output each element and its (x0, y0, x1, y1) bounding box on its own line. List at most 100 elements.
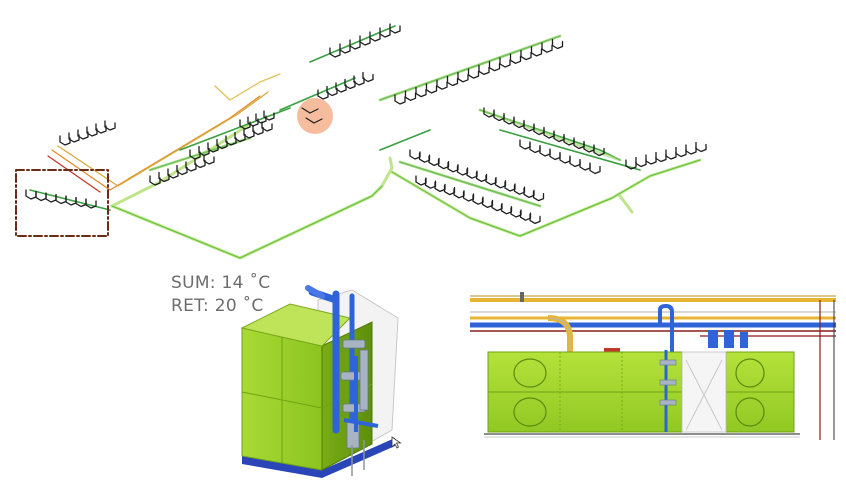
terminal-unit (509, 53, 522, 64)
terminal-unit (252, 124, 264, 136)
terminal-unit (353, 75, 365, 86)
terminal-unit (695, 141, 707, 153)
terminal-unit (339, 43, 351, 54)
terminal-unit (510, 207, 522, 218)
terminal-unit (467, 68, 480, 79)
terminal-unit (481, 197, 494, 209)
terminal-unit (263, 110, 275, 121)
terminal-unit (409, 149, 421, 160)
terminal-unit (519, 210, 532, 221)
terminal-unit (425, 83, 438, 94)
terminal-unit (167, 168, 179, 179)
terminal-unit (158, 171, 170, 183)
terminal-unit (243, 128, 255, 139)
highlight-marker (297, 98, 333, 134)
terminal-unit (95, 123, 107, 134)
terminal-unit (389, 23, 401, 34)
terminal-unit (415, 86, 427, 98)
selection-frame (15, 169, 109, 237)
terminal-unit (447, 162, 459, 173)
terminal-unit (239, 119, 251, 130)
terminal-unit (234, 131, 246, 143)
tank-section-view (470, 292, 836, 440)
terminal-unit (344, 78, 356, 90)
terminal-unit (532, 190, 545, 202)
terminal-unit (625, 159, 637, 170)
terminal-unit (424, 178, 437, 189)
terminal-unit (329, 47, 341, 58)
terminal-unit (418, 152, 431, 163)
terminal-unit (207, 142, 219, 153)
terminal-unit (176, 164, 188, 176)
pipe-network-view (15, 23, 707, 260)
terminal-unit (475, 171, 488, 183)
terminal-unit (569, 156, 581, 168)
terminal-unit (194, 157, 206, 169)
terminal-unit (434, 181, 446, 193)
main-trunk (110, 122, 702, 260)
terminal-unit (349, 39, 361, 50)
terminal-unit (529, 213, 541, 225)
supply-temperature-label: SUM: 14 ˚C (171, 273, 271, 293)
terminal-unit (225, 135, 237, 146)
terminal-unit (326, 85, 338, 97)
terminal-unit (446, 75, 459, 87)
terminal-unit (362, 71, 374, 83)
terminal-unit (335, 82, 347, 93)
terminal-unit (589, 163, 601, 175)
terminal-unit (359, 35, 371, 46)
terminal-unit (216, 138, 228, 150)
terminal-unit (499, 57, 511, 68)
terminal-unit (519, 139, 531, 150)
terminal-unit (428, 155, 440, 167)
tank-3d-view (240, 285, 402, 478)
terminal-unit (685, 144, 697, 155)
return-temperature-label: RET: 20 ˚C (171, 296, 264, 316)
terminal-unit (415, 175, 427, 186)
terminal-unit (59, 135, 71, 146)
terminal-unit (472, 194, 484, 205)
terminal-unit (394, 94, 406, 105)
terminal-unit (443, 184, 456, 196)
terminal-unit (261, 121, 273, 132)
terminal-unit (379, 27, 391, 38)
terminal-unit (466, 168, 478, 179)
return-lines (47, 73, 281, 193)
terminal-unit (457, 72, 469, 83)
terminal-unit (485, 174, 497, 186)
terminal-unit (494, 178, 507, 189)
terminal-unit (462, 191, 475, 202)
terminal-unit (247, 116, 259, 127)
terminal-unit (541, 42, 553, 53)
mouse-cursor-icon (391, 436, 402, 449)
terminal-unit (655, 151, 667, 163)
terminal-unit (504, 181, 516, 192)
terminal-unit (530, 46, 543, 57)
terminal-unit (436, 79, 448, 90)
terminal-unit (185, 161, 197, 172)
terminal-unit (559, 153, 571, 164)
terminal-unit (478, 64, 490, 76)
terminal-unit (491, 200, 503, 212)
terminal-unit (203, 154, 215, 165)
terminal-unit (437, 158, 450, 170)
terminal-unit (520, 49, 532, 61)
terminal-unit (85, 198, 97, 209)
terminal-unit (369, 31, 381, 42)
terminal-unit (523, 187, 535, 199)
terminal-unit (104, 120, 116, 131)
terminal-unit (404, 90, 417, 101)
terminal-unit (77, 129, 89, 140)
terminal-unit (593, 145, 605, 157)
terminal-unit (665, 149, 677, 160)
terminal-unit (317, 89, 329, 100)
terminal-unit (453, 188, 465, 199)
terminal-unit (539, 146, 551, 157)
terminal-unit (456, 165, 469, 176)
terminal-unit (488, 61, 501, 72)
terminal-unit (579, 160, 591, 171)
terminal-unit (513, 184, 526, 195)
terminal-unit (500, 204, 513, 215)
terminal-unit (149, 175, 161, 186)
